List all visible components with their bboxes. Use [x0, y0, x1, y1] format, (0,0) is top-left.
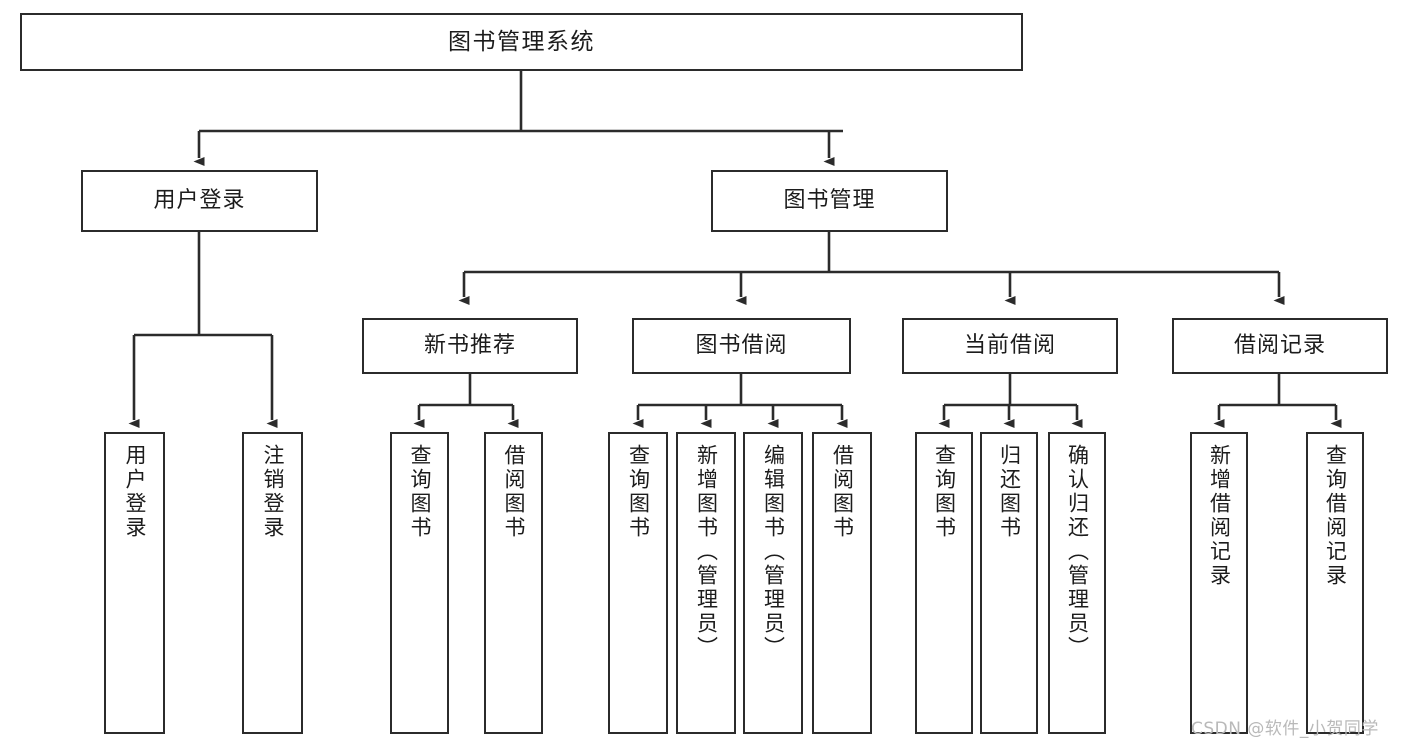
node-label: 编辑图书（管理员）	[761, 444, 786, 660]
node-label: 新书推荐	[423, 332, 516, 358]
node-label: 图书借阅	[695, 332, 788, 358]
node-current-borrow[interactable]: 当前借阅	[902, 318, 1118, 374]
node-root-system[interactable]: 图书管理系统	[20, 13, 1023, 71]
leaf-return-book[interactable]: 归还图书	[980, 432, 1038, 734]
leaf-query-record[interactable]: 查询借阅记录	[1306, 432, 1364, 734]
node-label: 图书管理	[783, 187, 876, 213]
leaf-query-book-3[interactable]: 查询图书	[915, 432, 973, 734]
leaf-logout[interactable]: 注销登录	[242, 432, 303, 734]
node-label: 用户登录	[123, 444, 147, 540]
node-new-book-recommend[interactable]: 新书推荐	[362, 318, 578, 374]
leaf-confirm-return[interactable]: 确认归还（管理员）	[1048, 432, 1106, 734]
node-book-manage[interactable]: 图书管理	[711, 170, 948, 232]
node-label: 借阅图书	[502, 444, 526, 540]
node-label: 查询图书	[408, 444, 432, 540]
node-user-login[interactable]: 用户登录	[81, 170, 318, 232]
node-label: 当前借阅	[963, 332, 1056, 358]
leaf-add-book[interactable]: 新增图书（管理员）	[676, 432, 736, 734]
node-label: 借阅记录	[1233, 332, 1326, 358]
node-label: 图书管理系统	[448, 28, 595, 55]
leaf-borrow-book-1[interactable]: 借阅图书	[484, 432, 543, 734]
leaf-edit-book[interactable]: 编辑图书（管理员）	[743, 432, 803, 734]
node-label: 借阅图书	[830, 444, 855, 540]
leaf-query-book-1[interactable]: 查询图书	[390, 432, 449, 734]
node-label: 新增借阅记录	[1207, 444, 1232, 588]
node-label: 注销登录	[261, 444, 285, 540]
node-label: 归还图书	[997, 444, 1022, 540]
node-borrow-record[interactable]: 借阅记录	[1172, 318, 1388, 374]
node-label: 查询图书	[932, 444, 957, 540]
node-book-borrow[interactable]: 图书借阅	[632, 318, 851, 374]
leaf-query-book-2[interactable]: 查询图书	[608, 432, 668, 734]
node-label: 用户登录	[153, 187, 246, 213]
leaf-add-record[interactable]: 新增借阅记录	[1190, 432, 1248, 734]
node-label: 查询图书	[626, 444, 651, 540]
node-label: 新增图书（管理员）	[694, 444, 719, 660]
leaf-user-login[interactable]: 用户登录	[104, 432, 165, 734]
node-label: 确认归还（管理员）	[1065, 444, 1090, 660]
csdn-watermark: CSDN @软件_小贺同学	[1191, 719, 1379, 739]
node-label: 查询借阅记录	[1323, 444, 1348, 588]
leaf-borrow-book-2[interactable]: 借阅图书	[812, 432, 872, 734]
